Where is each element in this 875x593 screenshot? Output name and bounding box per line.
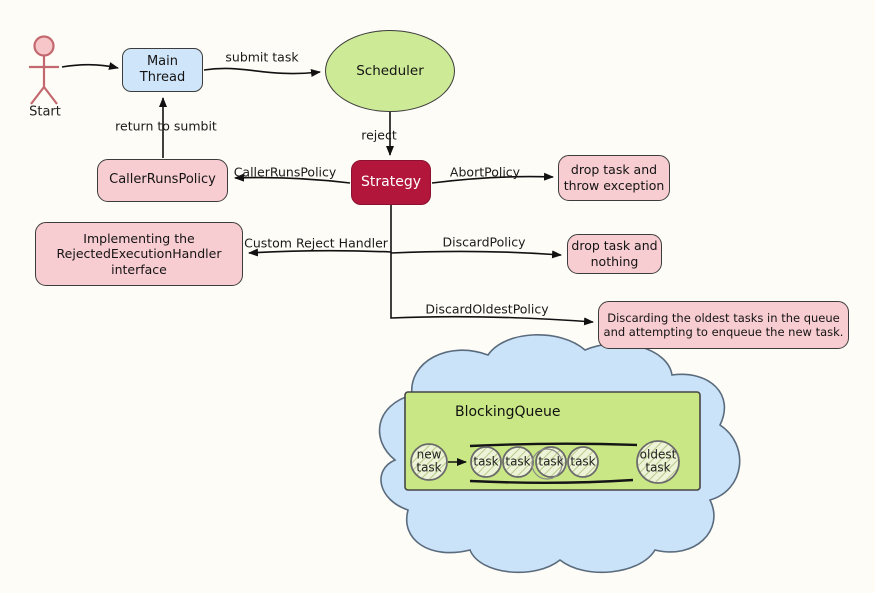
oldest-task-label: oldest task: [639, 447, 677, 475]
edge-label-abort-policy: AbortPolicy: [449, 164, 521, 180]
edge-label-return-to-submit: return to sumbit: [115, 118, 217, 134]
task-label: task: [538, 454, 564, 469]
arrow-branch-to-custom-handler: [248, 248, 392, 257]
new-task-label: new task: [416, 447, 442, 475]
task-label: task: [505, 454, 531, 469]
oldest-task-circle: [636, 440, 680, 484]
node-custom-handler: Implementing the RejectedExecutionHandle…: [35, 222, 243, 286]
edge-label-submit-task: submit task: [225, 49, 299, 65]
node-main-thread: Main Thread: [122, 48, 203, 92]
arrow-strategy-trunk-to-discard-oldest: [390, 204, 594, 326]
task-label: task: [570, 454, 596, 469]
edge-label-discard-policy: DiscardPolicy: [442, 234, 526, 250]
arrow-strategy-to-caller-runs: [234, 173, 351, 184]
queue-rail-top: [469, 442, 638, 448]
arrow-start-to-main-thread: [61, 62, 119, 70]
new-task-circle: [410, 443, 448, 481]
node-caller-runs-policy: CallerRunsPolicy: [97, 159, 228, 202]
task-circle: [470, 446, 502, 478]
task-circle-sketch-overlap: [531, 448, 563, 480]
arrow-strategy-to-abort-result: [431, 172, 554, 184]
node-strategy: Strategy: [351, 160, 431, 205]
node-abort-result: drop task and throw exception: [558, 155, 670, 201]
start-actor-icon: [29, 35, 59, 105]
edge-label-custom-reject-handler: Custom Reject Handler: [244, 235, 388, 251]
arrow-branch-to-discard-result: [390, 250, 562, 259]
start-label: Start: [29, 104, 61, 120]
node-scheduler: Scheduler: [325, 30, 455, 112]
arrow-main-thread-to-scheduler: [203, 67, 321, 77]
task-circle: [502, 446, 534, 478]
edge-label-discard-oldest-policy: DiscardOldestPolicy: [425, 301, 549, 317]
node-discard-result: drop task and nothing: [567, 234, 662, 274]
queue-rail-bottom: [469, 478, 634, 484]
edge-label-caller-runs-policy: CallerRunsPolicy: [233, 164, 337, 180]
blocking-queue-title: BlockingQueue: [455, 404, 561, 420]
task-label: task: [473, 454, 499, 469]
edge-label-reject: reject: [361, 127, 397, 143]
node-discard-oldest-result: Discarding the oldest tasks in the queue…: [598, 301, 849, 349]
task-circle: [567, 446, 599, 478]
